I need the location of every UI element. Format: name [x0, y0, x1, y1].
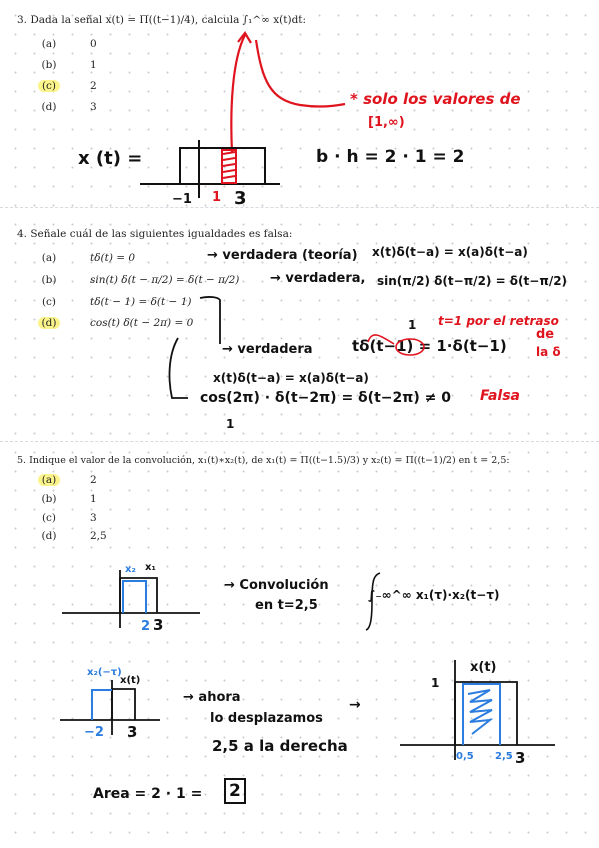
- option-label-highlighted: (d): [38, 317, 60, 329]
- q4-note-red-de: de: [536, 327, 555, 342]
- q4-option-d[interactable]: (d) cos(t) δ(t − 2π) = 0: [38, 317, 193, 329]
- q5-xt2-label: x(t): [470, 660, 497, 675]
- q3-tick-m1: −1: [172, 192, 192, 207]
- q5-x1-label: x₁: [145, 562, 156, 573]
- q5-title: 5. Indique el valor de la convolución, x…: [17, 455, 510, 466]
- q4-title: 4. Señale cuál de las siguientes igualda…: [17, 228, 293, 240]
- option-value: tδ(t − 1) = δ(t − 1): [90, 296, 192, 308]
- option-label: (c): [41, 512, 57, 524]
- q4-note-cos: cos(2π) · δ(t−2π) = δ(t−2π) ≠ 0: [200, 390, 451, 406]
- q4-note-prop1: x(t)δ(t−a) = x(a)δ(t−a): [372, 245, 528, 259]
- option-value: 2,5: [90, 530, 107, 542]
- q3-note-xlabel: x (t) =: [78, 148, 143, 169]
- q4-note-one2: 1: [226, 417, 235, 431]
- option-value: tδ(t) = 0: [90, 252, 136, 264]
- option-value: 2: [90, 474, 97, 486]
- q5-tick-3b: 3: [127, 723, 138, 741]
- q4-note-falsa: Falsa: [480, 388, 520, 404]
- q5-note-ahora1: → ahora: [183, 690, 241, 705]
- option-value: 3: [90, 512, 97, 524]
- question-separator: [0, 441, 599, 442]
- option-label: (c): [41, 296, 57, 308]
- option-label: (a): [41, 252, 57, 264]
- q3-tick-3: 3: [234, 188, 247, 209]
- option-label: (b): [41, 274, 57, 286]
- option-value: 3: [90, 101, 97, 113]
- q3-tick-1: 1: [212, 190, 222, 205]
- q3-note-area: b · h = 2 · 1 = 2: [316, 147, 465, 167]
- option-value: sin(t) δ(t − π/2) = δ(t − π/2): [90, 274, 240, 286]
- q4-note-c-true: → verdadera: [222, 342, 313, 357]
- option-label: (d): [41, 101, 57, 113]
- q4-note-red-t1: t=1 por el retraso: [438, 314, 559, 328]
- option-label-highlighted: (c): [38, 80, 60, 92]
- q4-note-prop2: x(t)δ(t−a) = x(a)δ(t−a): [213, 371, 369, 385]
- q5-x2neg-label: x₂(−τ): [87, 667, 122, 678]
- question-separator: [0, 207, 599, 208]
- option-label-highlighted: (a): [38, 474, 60, 486]
- q3-option-c[interactable]: (c) 2: [38, 80, 97, 92]
- q4-note-one: 1: [408, 318, 417, 332]
- q5-note-arrow: →: [349, 697, 361, 713]
- q5-tick-3c: 3: [515, 749, 526, 767]
- q3-option-d[interactable]: (d) 3: [38, 101, 97, 113]
- option-value: 1: [90, 59, 97, 71]
- q5-option-a[interactable]: (a) 2: [38, 474, 97, 486]
- q3-option-b[interactable]: (b) 1: [38, 59, 97, 71]
- q5-tick-2: 2: [141, 619, 151, 634]
- q4-note-b: → verdadera,: [270, 271, 366, 286]
- q5-note-ahora3: 2,5 a la derecha: [212, 737, 348, 755]
- q4-note-sin: sin(π/2) δ(t−π/2) = δ(t−π/2): [377, 274, 568, 288]
- q5-tick-one: 1: [431, 676, 440, 690]
- option-label: (d): [41, 530, 57, 542]
- option-value: 2: [90, 80, 97, 92]
- q5-area-box: 2: [224, 778, 246, 804]
- q5-xt-label: x(t): [120, 675, 141, 686]
- q5-tick-m2: −2: [84, 725, 104, 740]
- q5-note-conv1: → Convolución: [224, 578, 329, 593]
- q5-tick-25: 2,5: [495, 751, 513, 762]
- q4-note-red-la: la δ: [536, 345, 561, 359]
- q5-tick-05: 0,5: [456, 751, 474, 762]
- q3-note-solo: * solo los valores de: [350, 90, 521, 108]
- option-label: (b): [41, 59, 57, 71]
- q3-note-interval: [1,∞): [368, 115, 405, 130]
- option-label: (a): [41, 38, 57, 50]
- q4-option-b[interactable]: (b) sin(t) δ(t − π/2) = δ(t − π/2): [38, 274, 240, 286]
- q5-note-ahora2: lo desplazamos: [210, 711, 323, 726]
- q5-option-c[interactable]: (c) 3: [38, 512, 97, 524]
- option-value: cos(t) δ(t − 2π) = 0: [90, 317, 194, 329]
- q3-title: 3. Dada la señal x(t) = Π((t−1)/4), calc…: [17, 14, 307, 26]
- q5-note-integral: ∫₋∞^∞ x₁(τ)·x₂(t−τ): [368, 588, 500, 602]
- q4-option-a[interactable]: (a) tδ(t) = 0: [38, 252, 135, 264]
- q5-note-conv2: en t=2,5: [255, 598, 318, 613]
- q4-note-a: → verdadera (teoría): [207, 248, 358, 263]
- q5-option-d[interactable]: (d) 2,5: [38, 530, 107, 542]
- option-value: 0: [90, 38, 97, 50]
- q3-option-a[interactable]: (a) 0: [38, 38, 97, 50]
- q5-tick-3: 3: [153, 616, 164, 634]
- option-label: (b): [41, 493, 57, 505]
- option-value: 1: [90, 493, 97, 505]
- q5-note-area: Area = 2 · 1 =: [93, 786, 203, 802]
- q4-option-c[interactable]: (c) tδ(t − 1) = δ(t − 1): [38, 296, 192, 308]
- q5-x2-label: x₂: [125, 564, 136, 575]
- q5-option-b[interactable]: (b) 1: [38, 493, 97, 505]
